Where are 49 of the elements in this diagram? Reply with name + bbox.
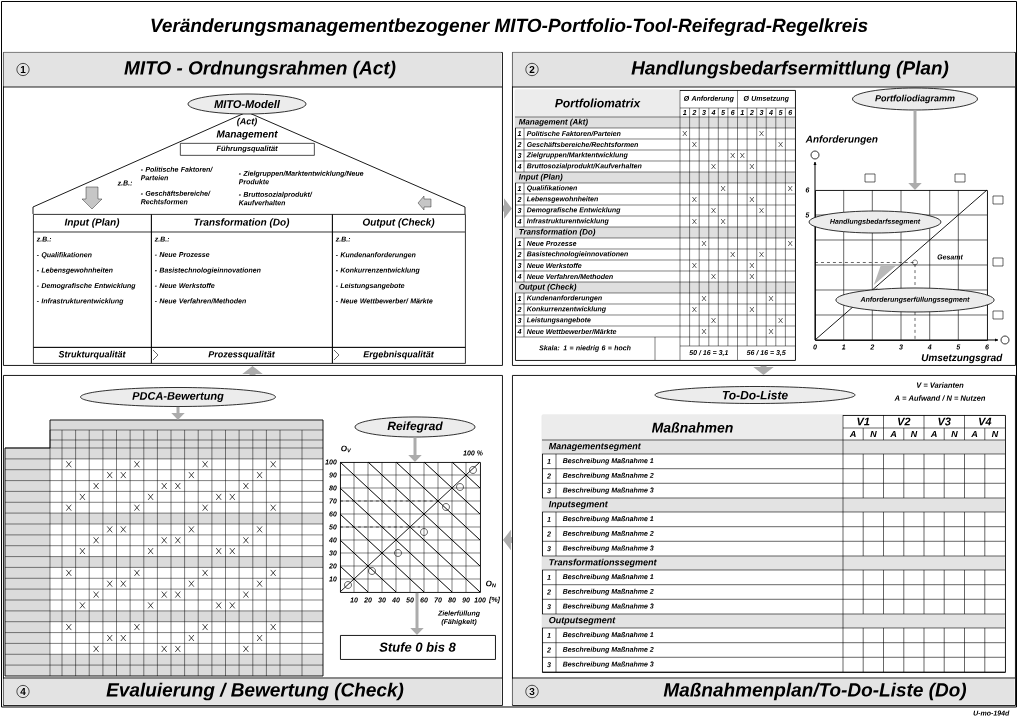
section-heading: Managementsegment	[548, 442, 642, 452]
panel-title: Maßnahmenplan/To-Do-Liste (Do)	[663, 682, 967, 701]
step-number: 1	[16, 63, 30, 76]
section-heading: Input (Plan)	[518, 173, 563, 182]
section-heading: Output (Check)	[519, 283, 577, 292]
column-heading: Transformation (Do)	[194, 218, 290, 228]
quality-bar: Strukturqualität	[33, 347, 152, 364]
section-heading: Outputsegment	[549, 616, 616, 626]
oval-label: Portfoliodiagramm	[852, 87, 978, 111]
step-number: 2	[525, 63, 539, 76]
section-heading: Transformationssegment	[549, 558, 657, 568]
oval-label: PDCA-Bewertung	[80, 387, 276, 407]
panel-title: MITO - Ordnungsrahmen (Act)	[124, 60, 396, 79]
panel-title: Evaluierung / Bewertung (Check)	[106, 682, 404, 701]
table-header: V1	[857, 417, 870, 426]
axis-title: O$_{V}$	[341, 445, 352, 453]
table-header: A	[849, 430, 856, 438]
axis-title: Anforderungen	[805, 135, 878, 145]
roof-heading: (Act)	[237, 117, 257, 127]
column-heading: Input (Plan)	[64, 218, 120, 228]
result-box: Stufe 0 bis 8	[340, 635, 496, 660]
roof-heading: Management	[216, 130, 278, 140]
panel-title: Handlungsbedarfsermittlung (Plan)	[631, 60, 949, 79]
diagram-title: Veränderungsmanagementbezogener MITO-Portfolio-Tool-Reifegrad-Regelkreis	[151, 18, 868, 36]
table-title: Portfoliomatrix	[555, 98, 641, 108]
section-heading: Transformation (Do)	[519, 228, 596, 237]
section-heading: Management (Akt)	[518, 118, 588, 127]
oval-label: To-Do-Liste	[654, 386, 856, 404]
step-number: 3	[525, 684, 539, 699]
table-header: A	[930, 430, 937, 438]
table-header: A	[971, 430, 978, 438]
oval-label: Reifegrad	[354, 416, 476, 438]
quality-bar: Ergebnisqualität	[332, 347, 466, 364]
quality-bar: Prozessqualität	[151, 347, 333, 364]
step-number: 4	[16, 685, 30, 698]
table-header: A	[890, 430, 897, 438]
table-title: Maßnahmen	[651, 422, 733, 433]
axis-title: Umsetzungsgrad	[921, 353, 1003, 364]
section-heading: Inputsegment	[548, 500, 608, 510]
table-header: N	[910, 430, 918, 438]
table-header: N	[951, 430, 958, 438]
table-header: N	[870, 430, 877, 438]
pdca-table-drawing	[4, 419, 324, 677]
table-header: V3	[938, 417, 951, 426]
table-header: N	[991, 430, 999, 438]
table-header: V4	[979, 417, 992, 426]
oval-label: MITO-Modell	[187, 93, 307, 115]
column-heading: Output (Check)	[362, 218, 435, 228]
table-header: V2	[898, 417, 911, 426]
